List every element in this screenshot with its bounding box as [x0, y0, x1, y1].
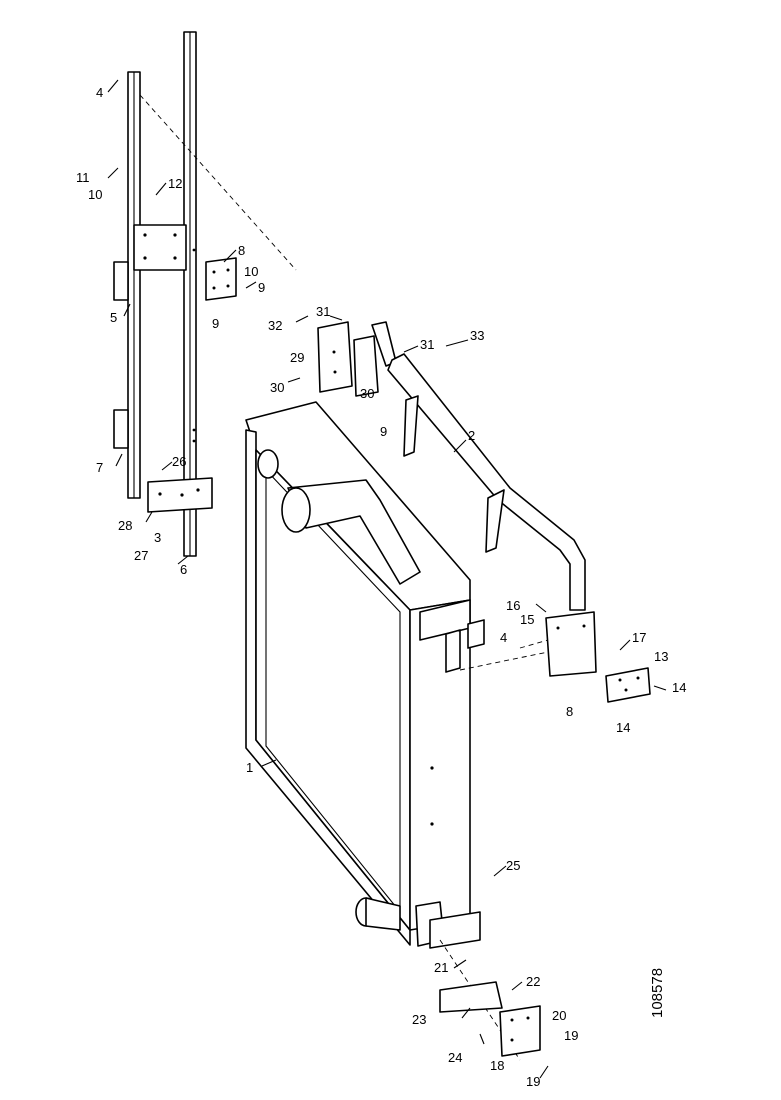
callout-4: 4 — [500, 630, 507, 645]
callout-19: 19 — [526, 1074, 540, 1089]
callout-19: 19 — [564, 1028, 578, 1043]
callout-21: 21 — [434, 960, 448, 975]
arm-end-bracket — [317, 321, 379, 397]
callout-7: 7 — [96, 460, 103, 475]
callout-25: 25 — [506, 858, 520, 873]
callout-18: 18 — [490, 1058, 504, 1073]
callout-leaders — [107, 79, 667, 1079]
document-number: 108578 — [649, 968, 666, 1018]
callout-10: 10 — [88, 187, 102, 202]
callout-2: 2 — [468, 428, 475, 443]
callout-4: 4 — [96, 85, 103, 100]
callout-14: 14 — [616, 720, 630, 735]
callout-labels: 4 11 10 12 8 10 9 9 5 32 31 31 33 29 30 … — [76, 85, 686, 1089]
callout-31: 31 — [420, 337, 434, 352]
callout-8: 8 — [566, 704, 573, 719]
callout-8: 8 — [238, 243, 245, 258]
upper-rail-bracket — [205, 257, 237, 301]
callout-23: 23 — [412, 1012, 426, 1027]
callout-9: 9 — [380, 424, 387, 439]
upper-support-arm — [371, 321, 586, 611]
callout-16: 16 — [506, 598, 520, 613]
callout-30: 30 — [270, 380, 284, 395]
callout-6: 6 — [180, 562, 187, 577]
callout-30: 30 — [360, 386, 374, 401]
callout-28: 28 — [118, 518, 132, 533]
callout-9: 9 — [212, 316, 219, 331]
callout-3: 3 — [154, 530, 161, 545]
callout-26: 26 — [172, 454, 186, 469]
callout-13: 13 — [654, 649, 668, 664]
callout-24: 24 — [448, 1050, 462, 1065]
radiator-core — [245, 401, 485, 949]
right-mount-bracket — [545, 611, 651, 703]
bottom-mount — [439, 981, 541, 1057]
callout-20: 20 — [552, 1008, 566, 1023]
left-mounting-rail — [113, 31, 197, 557]
callout-22: 22 — [526, 974, 540, 989]
callout-32: 32 — [268, 318, 282, 333]
callout-10: 10 — [244, 264, 258, 279]
callout-27: 27 — [134, 548, 148, 563]
lower-rail-bracket — [147, 477, 213, 513]
callout-11: 11 — [76, 170, 90, 185]
callout-1: 1 — [246, 760, 253, 775]
callout-31: 31 — [316, 304, 330, 319]
callout-9: 9 — [258, 280, 265, 295]
callout-5: 5 — [110, 310, 117, 325]
callout-17: 17 — [632, 630, 646, 645]
callout-33: 33 — [470, 328, 484, 343]
callout-29: 29 — [290, 350, 304, 365]
callout-12: 12 — [168, 176, 182, 191]
callout-15: 15 — [520, 612, 534, 627]
callout-14: 14 — [672, 680, 686, 695]
